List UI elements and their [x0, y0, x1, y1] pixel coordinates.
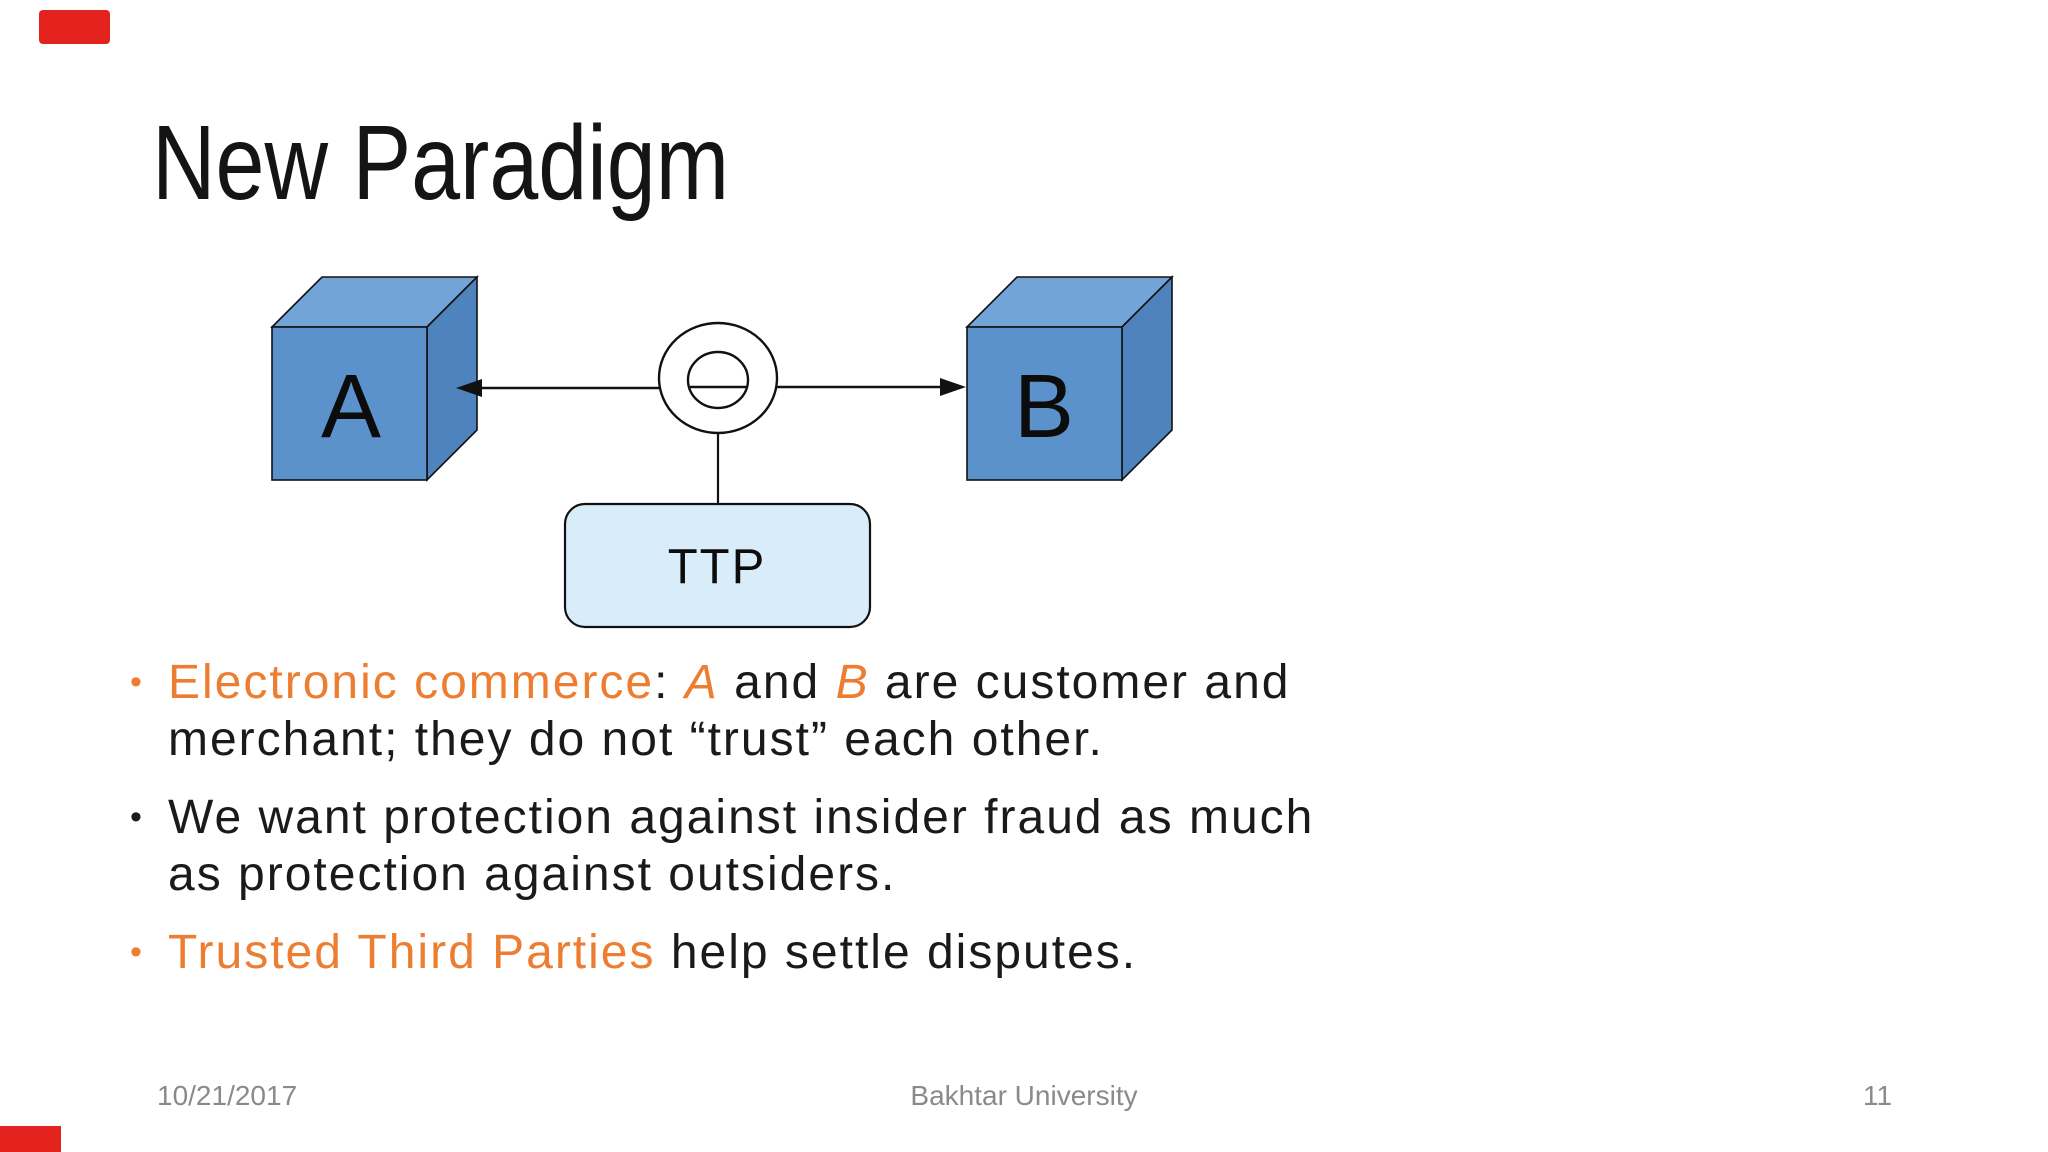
diagram: A B TTP: [270, 275, 1174, 629]
slide-title: New Paradigm: [152, 104, 729, 222]
bullet-item: • We want protection against insider frau…: [128, 789, 1548, 903]
footer-page-number: 11: [1863, 1080, 1893, 1111]
bullet-text-segment: as protection against outsiders.: [168, 848, 897, 901]
bullet-list: • Electronic commerce: A and B are custom…: [128, 654, 1548, 1002]
bullet-marker: •: [130, 798, 144, 836]
arrow-to-a-icon: [456, 379, 659, 397]
mediator-circle-icon: [657, 321, 779, 435]
bullet-line: Electronic commerce: A and B are custome…: [168, 654, 1548, 711]
bullet-line: merchant; they do not “trust” each other…: [168, 711, 1548, 768]
bullet-line: as protection against outsiders.: [168, 846, 1548, 903]
bullet-text-segment: We want protection against insider fraud…: [168, 791, 1315, 844]
cube-b: B: [965, 275, 1174, 482]
bullet-text-segment: B: [835, 656, 870, 709]
cube-b-label: B: [1014, 357, 1074, 457]
bullet-text-segment: :: [654, 656, 685, 709]
footer-date: 10/21/2017: [157, 1080, 298, 1111]
ttp-box: TTP: [563, 502, 872, 629]
bullet-text-segment: and: [718, 656, 836, 709]
bullet-text-segment: help settle disputes.: [655, 926, 1138, 979]
red-marker-bottom-left: [0, 1126, 61, 1152]
cube-a: A: [270, 275, 479, 482]
footer-institution: Bakhtar University: [910, 1080, 1138, 1111]
bullet-text-segment: Electronic commerce: [168, 656, 655, 709]
bullet-item: • Trusted Third Parties help settle dispu…: [128, 924, 1548, 981]
cube-a-label: A: [321, 357, 381, 457]
bullet-marker: •: [130, 933, 144, 971]
bullet-item: • Electronic commerce: A and B are custom…: [128, 654, 1548, 768]
ttp-box-label: TTP: [668, 540, 767, 594]
bullet-line: Trusted Third Parties help settle disput…: [168, 924, 1548, 981]
bullet-marker: •: [130, 663, 144, 701]
slide-footer: 10/21/2017 Bakhtar University 11: [0, 1080, 2048, 1120]
bullet-text-segment: merchant; they do not “trust” each other…: [168, 713, 1104, 766]
bullet-line: We want protection against insider fraud…: [168, 789, 1548, 846]
bullet-text-segment: A: [684, 656, 719, 709]
bullet-text-segment: Trusted Third Parties: [168, 926, 656, 979]
bullet-text-segment: are customer and: [869, 656, 1291, 709]
arrow-to-b-icon: [777, 378, 966, 396]
red-marker-top-left: [39, 10, 110, 44]
